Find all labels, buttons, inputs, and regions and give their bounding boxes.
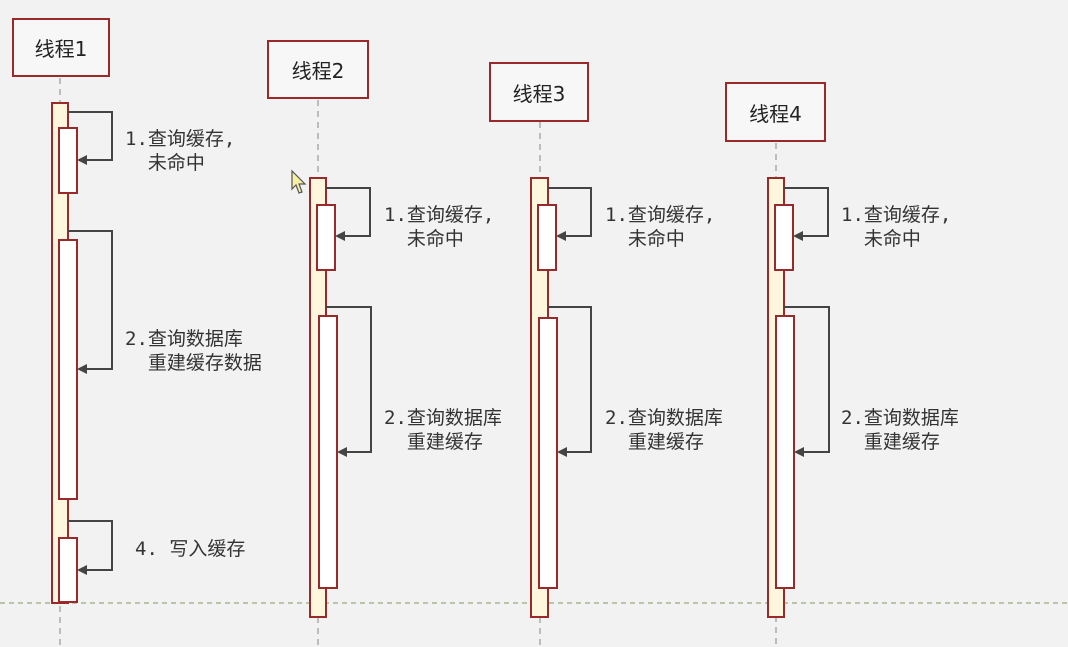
- thread-4-db-rebuild-note: 2.查询数据库 重建缓存: [841, 407, 959, 453]
- mouse-pointer-icon: [291, 169, 307, 194]
- thread-1-lifeline: [51, 78, 113, 647]
- thread-1-db-rebuild-activation: [58, 239, 78, 500]
- thread-2-cache-query-arrow: [326, 187, 371, 241]
- thread-2-db-rebuild-activation: [318, 315, 338, 589]
- thread-3-db-rebuild-note: 2.查询数据库 重建缓存: [605, 407, 723, 453]
- thread-1-db-rebuild-arrow: [68, 230, 113, 374]
- thread-3-participant[interactable]: 线程3: [489, 62, 589, 122]
- thread-4-participant[interactable]: 线程4: [725, 82, 826, 142]
- thread-3-lifeline: [530, 122, 592, 647]
- thread-1-write-cache-activation: [58, 537, 78, 603]
- thread-1-cache-query-activation: [58, 127, 78, 194]
- thread-3-db-rebuild-arrow: [548, 306, 592, 457]
- thread-4-lifeline: [767, 143, 830, 647]
- thread-2-db-rebuild-note: 2.查询数据库 重建缓存: [384, 407, 502, 453]
- thread-4-cache-query-arrow: [784, 187, 829, 241]
- thread-4-cache-query-note: 1.查询缓存, 未命中: [841, 204, 952, 250]
- thread-2-cache-query-note: 1.查询缓存, 未命中: [384, 204, 495, 250]
- thread-2-lifeline: [309, 100, 372, 647]
- thread-3-db-rebuild-activation: [538, 317, 558, 589]
- thread-2-participant[interactable]: 线程2: [267, 40, 369, 99]
- thread-2-cache-query-activation: [316, 204, 336, 271]
- thread-2-db-rebuild-arrow: [326, 306, 372, 457]
- thread-1-write-cache-note: 4. 写入缓存: [135, 538, 246, 560]
- thread-4-db-rebuild-arrow: [784, 306, 830, 457]
- thread-1-cache-query-note: 1.查询缓存, 未命中: [125, 128, 236, 174]
- thread-3-cache-query-arrow: [548, 187, 592, 241]
- thread-1-participant[interactable]: 线程1: [12, 18, 110, 77]
- thread-1-db-rebuild-note: 2.查询数据库 重建缓存数据: [125, 328, 262, 374]
- thread-1-write-cache-arrow: [68, 520, 113, 575]
- thread-4-db-rebuild-activation: [775, 315, 795, 589]
- thread-3-cache-query-activation: [537, 204, 557, 271]
- thread-4-cache-query-activation: [774, 204, 794, 271]
- thread-3-cache-query-note: 1.查询缓存, 未命中: [605, 204, 716, 250]
- thread-1-cache-query-arrow: [68, 111, 113, 165]
